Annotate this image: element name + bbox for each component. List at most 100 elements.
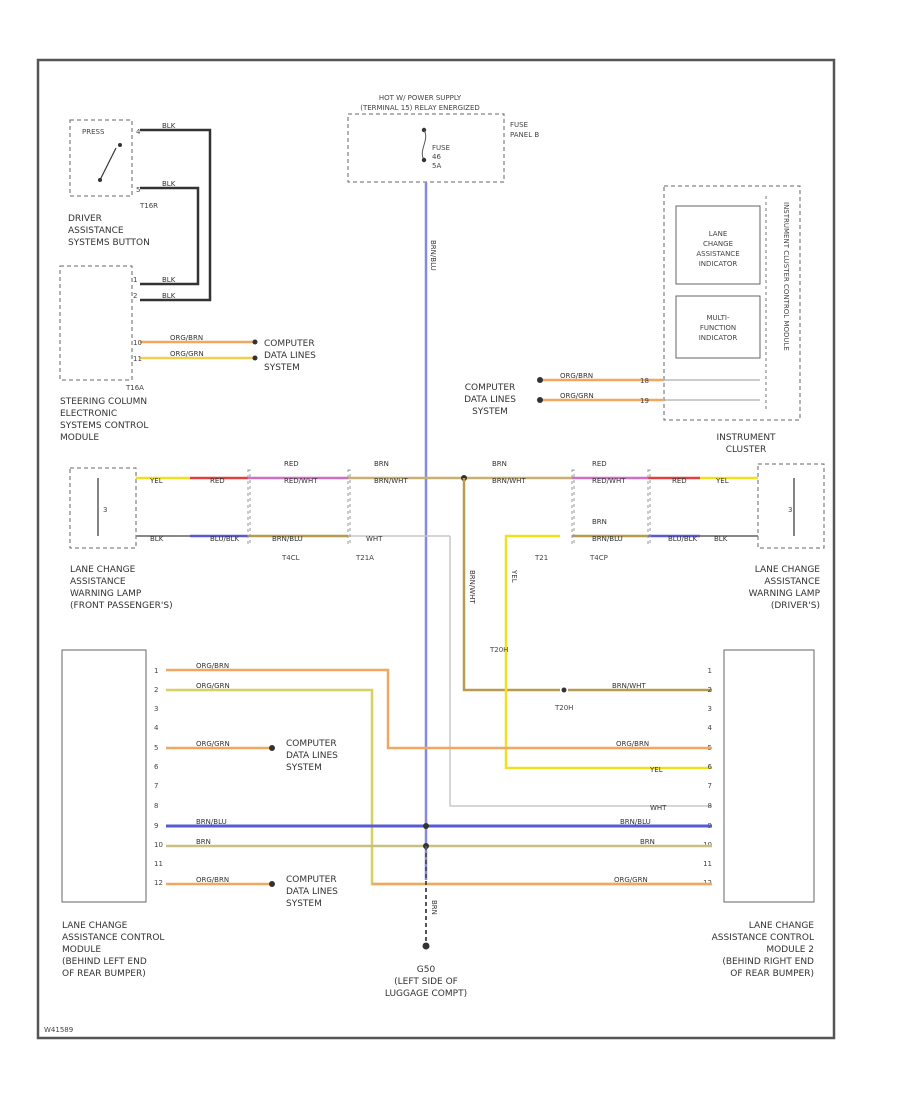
wire-label-s2: BLK [162, 292, 176, 300]
t4cl-label: T4CL [281, 554, 300, 562]
svg-text:11: 11 [133, 355, 142, 363]
wl-o1r: ORG/BRN [616, 740, 649, 748]
svg-text:OF REAR BUMPER): OF REAR BUMPER) [730, 969, 814, 979]
t16r-label: T16R [139, 202, 158, 210]
svg-text:7: 7 [708, 782, 712, 790]
warn-lamp-left-icon: 3 [97, 478, 107, 536]
warn-lamp-left-label: LANE CHANGE ASSISTANCE WARNING LAMP (FRO… [70, 565, 173, 611]
wl-brnwht-v: BRN/WHT [468, 570, 476, 604]
svg-text:LANE: LANE [709, 230, 728, 238]
ic-multi-indicator-box [675, 295, 761, 359]
svg-text:4: 4 [154, 724, 159, 732]
svg-text:(BEHIND RIGHT END: (BEHIND RIGHT END [722, 957, 814, 967]
wl-yel-r: YEL [715, 477, 729, 485]
wire-button-2 [140, 186, 200, 286]
svg-text:FUSE: FUSE [432, 144, 450, 152]
ic-lca-indicator-label: LANE CHANGE ASSISTANCE INDICATOR [696, 230, 739, 268]
pins-left: 1 2 3 4 5 6 7 8 9 10 11 12 [154, 667, 163, 887]
switch-icon: PRESS [82, 128, 122, 182]
wire-org-link-2 [166, 688, 712, 886]
wl-wht-h: WHT [650, 804, 667, 812]
svg-text:11: 11 [154, 860, 163, 868]
wl-wht-l: WHT [366, 535, 383, 543]
t21-label: T21 [534, 554, 548, 562]
svg-text:8: 8 [154, 802, 158, 810]
svg-text:(FRONT PASSENGER'S): (FRONT PASSENGER'S) [70, 601, 173, 611]
wl-blublk-l: BLU/BLK [210, 535, 240, 543]
wire-label-b1: BLK [162, 122, 176, 130]
fuse-46: FUSE 46 5A [421, 127, 450, 170]
warn-lamp-left-box [69, 467, 137, 549]
svg-text:8: 8 [708, 802, 712, 810]
svg-text:9: 9 [154, 822, 158, 830]
pin-4: 4 [136, 128, 141, 136]
svg-text:ASSISTANCE CONTROL: ASSISTANCE CONTROL [712, 933, 814, 943]
svg-text:3: 3 [154, 705, 158, 713]
ic-multi-label: MULTI- FUNCTION INDICATOR [699, 314, 738, 342]
instrument-cluster-label: INSTRUMENT CLUSTER [716, 433, 776, 455]
fuse-panel-label: FUSE PANEL B [510, 121, 539, 139]
ctrl-right-label: LANE CHANGE ASSISTANCE CONTROL MODULE 2 … [712, 921, 815, 979]
svg-text:ASSISTANCE CONTROL: ASSISTANCE CONTROL [62, 933, 164, 943]
wl-yel-l: YEL [149, 477, 163, 485]
warn-lamp-right-icon: 3 [788, 478, 795, 536]
svg-text:STEERING COLUMN: STEERING COLUMN [60, 397, 147, 407]
svg-text:LANE CHANGE: LANE CHANGE [755, 565, 821, 575]
instrument-cluster-box [663, 185, 801, 421]
svg-text:MULTI-: MULTI- [707, 314, 730, 322]
cds-top-left-label: COMPUTER DATA LINES SYSTEM [264, 339, 316, 373]
svg-text:PANEL B: PANEL B [510, 131, 539, 139]
wire-yel-route [504, 534, 712, 770]
wl-o4: ORG/BRN [196, 876, 229, 884]
svg-text:10: 10 [133, 339, 142, 347]
svg-text:LANE CHANGE: LANE CHANGE [62, 921, 128, 931]
driver-button-box [69, 119, 133, 197]
svg-text:(TERMINAL 15) RELAY ENERGIZED: (TERMINAL 15) RELAY ENERGIZED [360, 104, 480, 112]
svg-text:5: 5 [154, 744, 158, 752]
pin-5: 5 [136, 186, 140, 194]
svg-text:LANE CHANGE: LANE CHANGE [749, 921, 815, 931]
wl-redwht-r: RED/WHT [592, 477, 626, 485]
svg-text:DATA LINES: DATA LINES [286, 887, 338, 897]
fuse-panel-box [347, 113, 505, 183]
svg-text:MODULE: MODULE [60, 433, 99, 443]
svg-text:1: 1 [708, 667, 712, 675]
cds-top-right-label: COMPUTER DATA LINES SYSTEM [464, 383, 516, 417]
svg-text:ASSISTANCE: ASSISTANCE [70, 577, 126, 587]
svg-text:DRIVER: DRIVER [68, 214, 102, 224]
svg-text:G50: G50 [417, 965, 436, 975]
cds-bottom-label: COMPUTER DATA LINES SYSTEM [286, 875, 338, 909]
svg-text:COMPUTER: COMPUTER [286, 739, 337, 749]
svg-text:(BEHIND LEFT END: (BEHIND LEFT END [62, 957, 147, 967]
svg-text:(LEFT SIDE OF: (LEFT SIDE OF [394, 977, 458, 987]
svg-text:1: 1 [154, 667, 158, 675]
wire-brnwht-down [462, 478, 560, 692]
wire-button-1 [140, 128, 212, 302]
svg-text:3: 3 [103, 506, 107, 514]
svg-text:ASSISTANCE: ASSISTANCE [68, 226, 124, 236]
wl-brnblu-r: BRN/BLU [592, 535, 623, 543]
svg-text:INDICATOR: INDICATOR [699, 334, 738, 342]
wl-brn-l: BRN [374, 460, 389, 468]
wl-red-l: RED [210, 477, 225, 485]
svg-text:CHANGE: CHANGE [703, 240, 733, 248]
ctrl-right-box [723, 649, 815, 903]
svg-text:CLUSTER: CLUSTER [726, 445, 767, 455]
svg-text:DATA LINES: DATA LINES [464, 395, 516, 405]
pin-s1: 1 [133, 276, 137, 284]
svg-text:11: 11 [703, 860, 712, 868]
wl-brnwht-h: BRN/WHT [612, 682, 646, 690]
svg-text:7: 7 [154, 782, 158, 790]
wire-label-s3: ORG/BRN [170, 334, 203, 342]
ground-icon [422, 942, 430, 950]
svg-text:5A: 5A [432, 162, 441, 170]
wl-ground: BRN [430, 900, 438, 915]
wire-label-b2: BLK [162, 180, 176, 188]
svg-text:3: 3 [788, 506, 792, 514]
svg-text:MODULE 2: MODULE 2 [766, 945, 814, 955]
svg-text:SYSTEM: SYSTEM [286, 763, 322, 773]
svg-text:INDICATOR: INDICATOR [699, 260, 738, 268]
svg-text:DATA LINES: DATA LINES [264, 351, 316, 361]
warn-lamp-right-box [757, 463, 825, 549]
